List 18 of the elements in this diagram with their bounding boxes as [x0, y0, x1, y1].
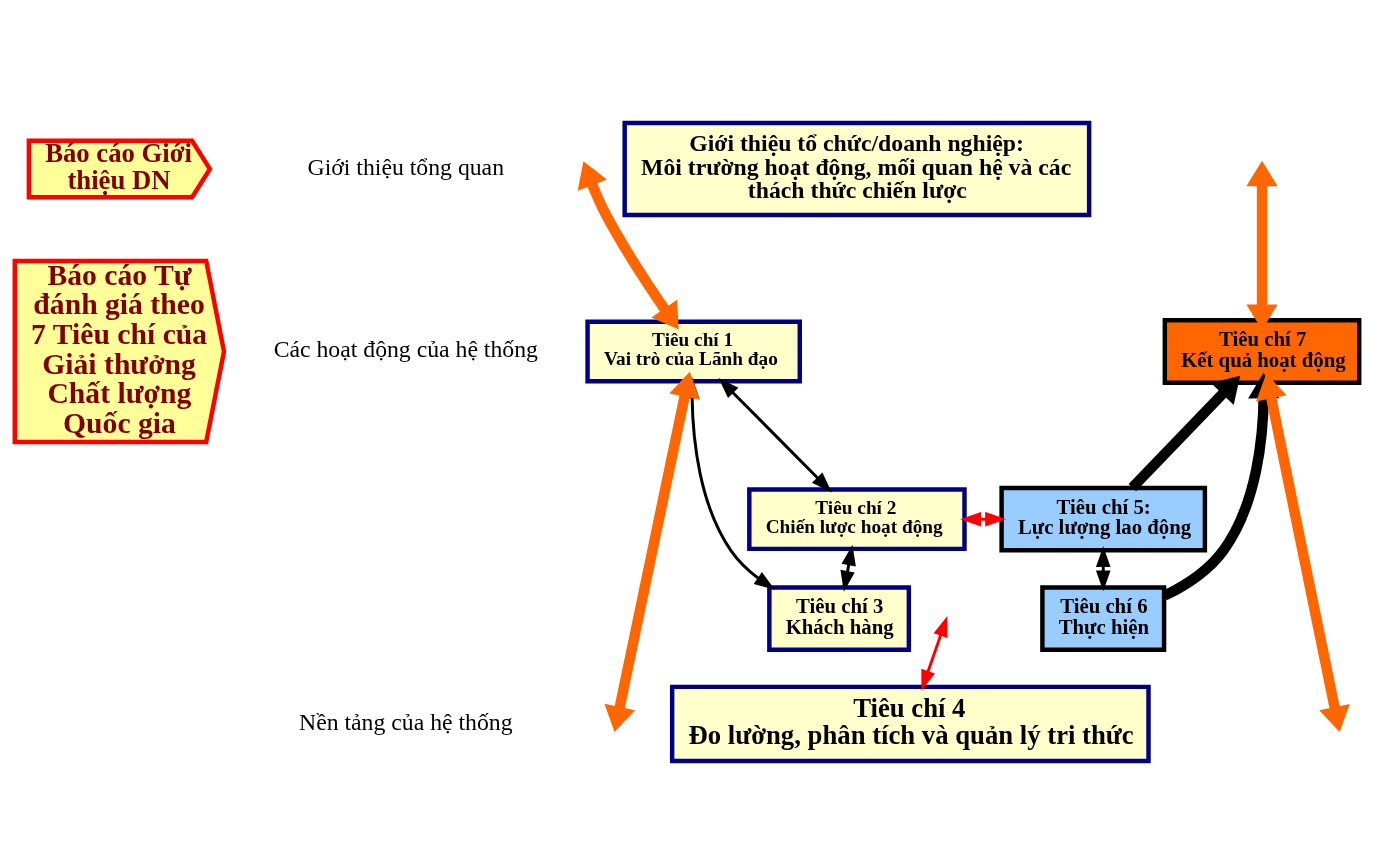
node-box: Tiêu chí 2 Chiến lược hoạt động	[747, 486, 967, 551]
arrow	[1128, 375, 1241, 491]
arrow	[840, 544, 856, 592]
node-box: Tiêu chí 5: Lực lượng lao động	[999, 485, 1208, 553]
label: Nền tảng của hệ thống	[299, 708, 513, 735]
node-box: Tiêu chí 6 Thực hiện	[1040, 584, 1167, 652]
node-box: Tiêu chí 1 Vai trò của Lãnh đạo	[585, 319, 802, 383]
label: Giới thiệu tổng quan	[307, 153, 505, 180]
label: Các hoạt động của hệ thống	[273, 335, 538, 362]
node-box: Tiêu chí 3 Khách hàng	[767, 584, 912, 652]
arrow	[921, 615, 948, 691]
node-box: Giới thiệu tổ chức/doanh nghiệp: Môi trường hoạt động, mối quan hệ và các thách thức chiến lược	[622, 120, 1092, 217]
node-box: Tiêu chí 7 Kết quả hoạt động	[1162, 317, 1362, 385]
arrow	[577, 160, 679, 330]
arrow	[960, 511, 1006, 526]
arrow	[1095, 545, 1111, 591]
arrow	[718, 377, 832, 492]
node-box: Tiêu chí 4 Đo lường, phân tích và quản lý tri thức	[669, 684, 1151, 763]
